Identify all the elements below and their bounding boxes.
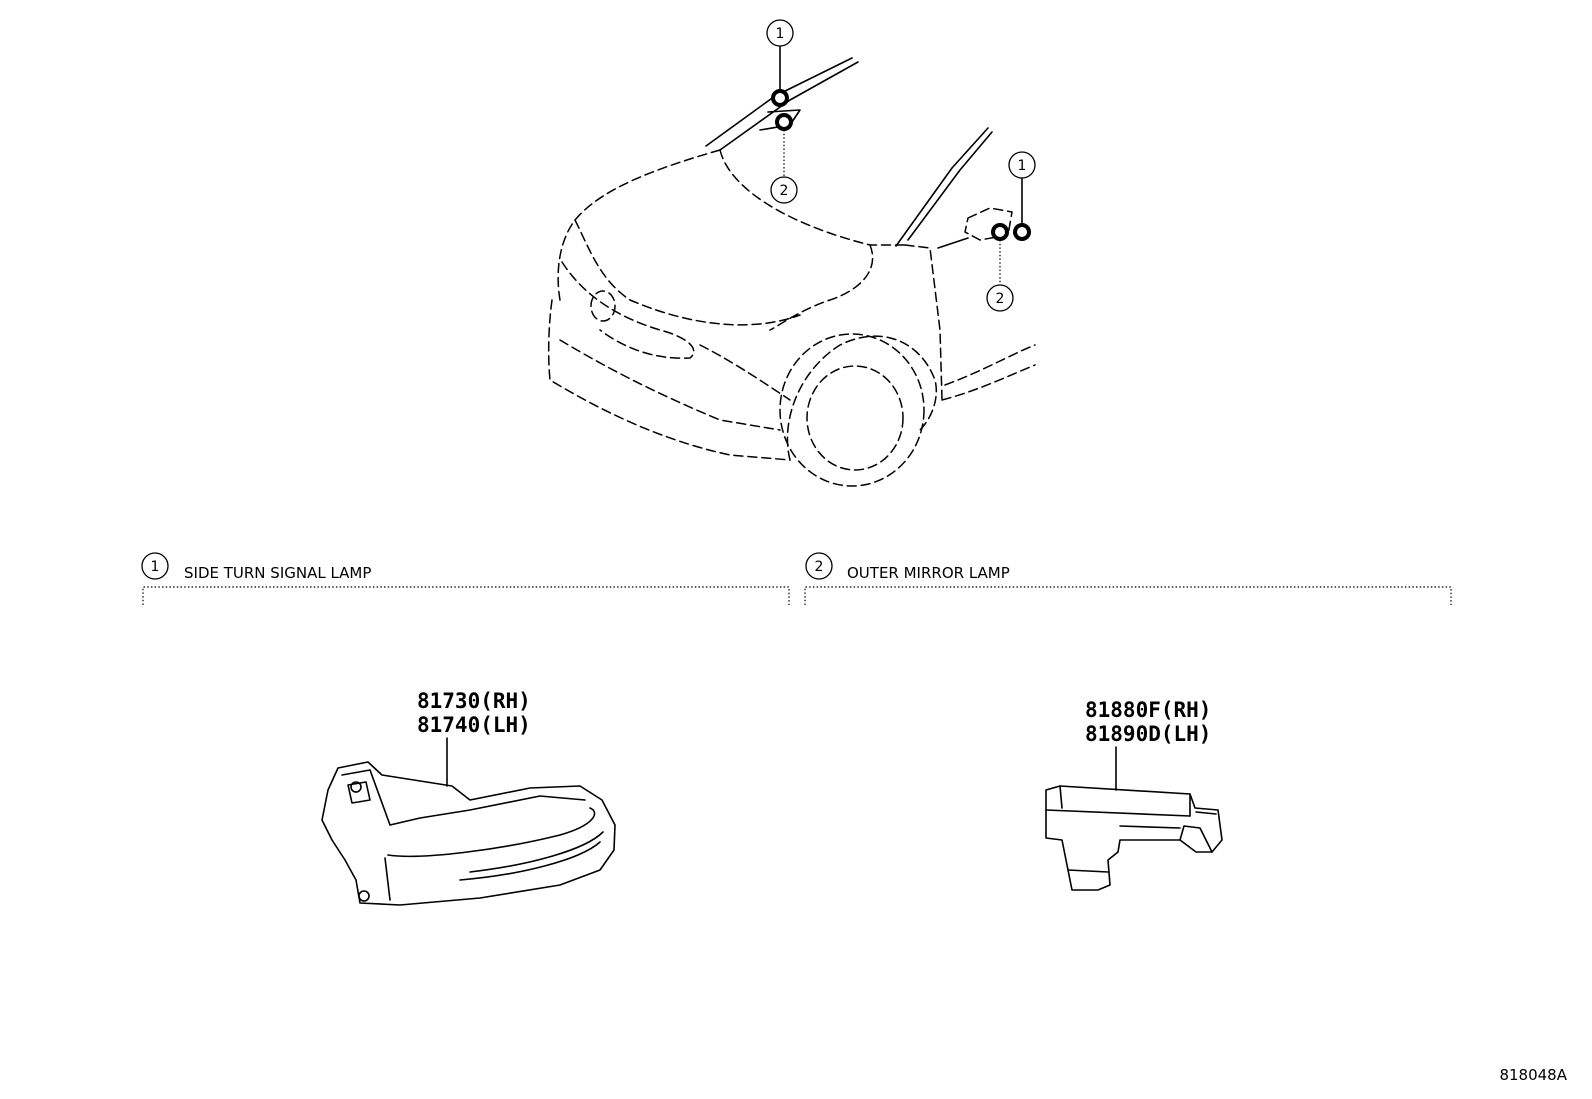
mirror-lamp-location-marker-right [991,223,1009,241]
part-number-81730-rh: 81730(RH) [417,689,531,713]
turn-signal-location-marker [771,89,789,107]
mirror-lamp-location-marker [775,113,793,131]
section-1-bracket [142,586,790,605]
callout-2-right: 2 [996,291,1005,307]
outer-mirror-lamp-part: 81880F(RH) 81890D(LH) [1045,698,1223,891]
section-2-bracket [804,586,1452,605]
part-number-81740-lh: 81740(LH) [417,713,531,737]
part-number-81890d-lh: 81890D(LH) [1085,722,1211,746]
vehicle-front-overview [547,57,1036,487]
section-2-title: OUTER MIRROR LAMP [847,564,1010,582]
section-1-title: SIDE TURN SIGNAL LAMP [184,564,371,582]
section-1-number: 1 [151,559,160,575]
figure-code: 818048A [1499,1066,1567,1084]
callout-1-right: 1 [1018,158,1027,174]
callout-group-right-mirror: 1 2 [986,151,1036,312]
callout-1-top: 1 [776,26,785,42]
section-2-number: 2 [815,559,824,575]
turn-signal-location-marker-right [1013,223,1031,241]
callout-group-left-mirror: 1 2 [766,19,798,204]
section-outer-mirror-lamp: 2 OUTER MIRROR LAMP [804,552,1452,605]
part-number-81880f-rh: 81880F(RH) [1085,698,1211,722]
callout-2-top: 2 [780,183,789,199]
side-turn-signal-lamp-part: 81730(RH) 81740(LH) [321,689,616,906]
section-side-turn-signal-lamp: 1 SIDE TURN SIGNAL LAMP [141,552,790,605]
